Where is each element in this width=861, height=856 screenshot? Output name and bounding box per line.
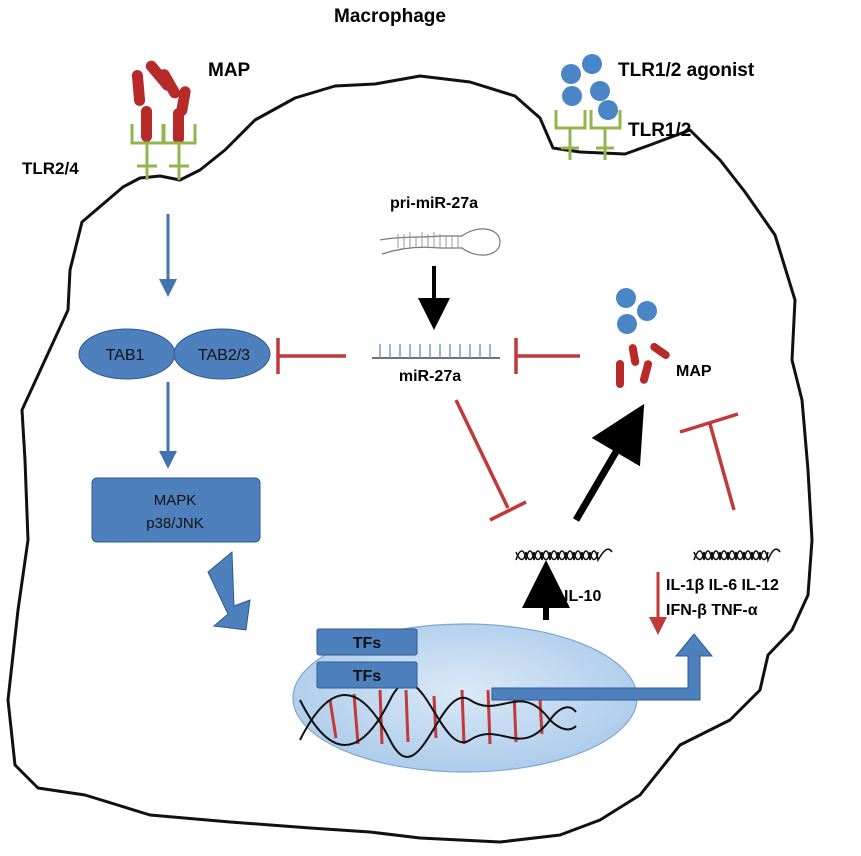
map-label-top: MAP xyxy=(208,60,251,81)
agonist-sphere xyxy=(562,86,582,106)
agonist-sphere xyxy=(598,100,618,120)
tab23-node xyxy=(173,328,271,380)
cell-membrane xyxy=(6,74,814,844)
cytokines-label-1: IL-1β IL-6 IL-12 xyxy=(666,577,779,594)
tfs-box-2 xyxy=(316,661,418,689)
receptor xyxy=(554,110,587,130)
dna-helix xyxy=(299,682,577,758)
agonist-sphere xyxy=(590,81,610,101)
bacterium xyxy=(158,69,181,99)
agonist-sphere xyxy=(582,54,602,74)
title-macrophage: Macrophage xyxy=(334,6,446,27)
bacterium xyxy=(173,108,184,144)
arrow-mapk-to-nucleus xyxy=(207,550,251,631)
mapk-label-1: MAPK xyxy=(154,492,197,509)
cytokine-transcript xyxy=(693,548,781,563)
map-agonist-cluster-mid xyxy=(616,288,670,388)
tfs-label-2: TFs xyxy=(353,668,382,685)
bacterium xyxy=(141,106,152,142)
tlr24-label: TLR2/4 xyxy=(22,159,79,178)
pri-mir-label: pri-miR-27a xyxy=(390,195,478,212)
il10-transcript xyxy=(515,548,613,563)
arrow-il10-to-map xyxy=(572,403,645,522)
mir27a-strand xyxy=(372,344,500,359)
map-label-mid: MAP xyxy=(676,363,712,380)
bacterium xyxy=(616,360,624,388)
tlr12-receptors xyxy=(554,110,622,160)
arrow-nucleus-to-cytokines xyxy=(491,633,714,701)
bacterium xyxy=(628,344,640,366)
agonist-sphere xyxy=(617,314,637,334)
agonist-sphere xyxy=(561,64,581,84)
il10-label: IL-10 xyxy=(564,588,601,605)
inhibit-mir-to-il10 xyxy=(454,399,527,522)
agonist-sphere xyxy=(616,288,636,308)
map-bacteria-cluster xyxy=(131,60,191,144)
tab23-label: TAB2/3 xyxy=(198,347,250,364)
mapk-box xyxy=(91,477,261,543)
bacterium xyxy=(650,342,670,360)
inhibit-map-to-mir xyxy=(514,338,580,374)
tlr12-agonist-label: TLR1/2 agonist xyxy=(618,60,755,81)
bacterium xyxy=(131,70,146,106)
inhibit-mir-to-tab xyxy=(276,338,346,374)
tfs-label-1: TFs xyxy=(353,635,382,652)
agonist-sphere xyxy=(637,301,657,321)
cytokines-label-2: IFN-β TNF-α xyxy=(666,602,758,619)
tlr24-receptors xyxy=(130,124,197,180)
inhibit-cytokines-to-map xyxy=(679,412,739,511)
tfs-box-1 xyxy=(316,628,418,656)
tlr12-agonist-cluster xyxy=(561,54,618,120)
bacterium xyxy=(639,360,653,384)
tlr12-label: TLR1/2 xyxy=(628,120,691,141)
tab1-label: TAB1 xyxy=(106,347,145,364)
pri-mir-hairpin xyxy=(379,228,501,256)
mir-label: miR-27a xyxy=(399,368,461,385)
mapk-label-2: p38/JNK xyxy=(146,515,204,532)
